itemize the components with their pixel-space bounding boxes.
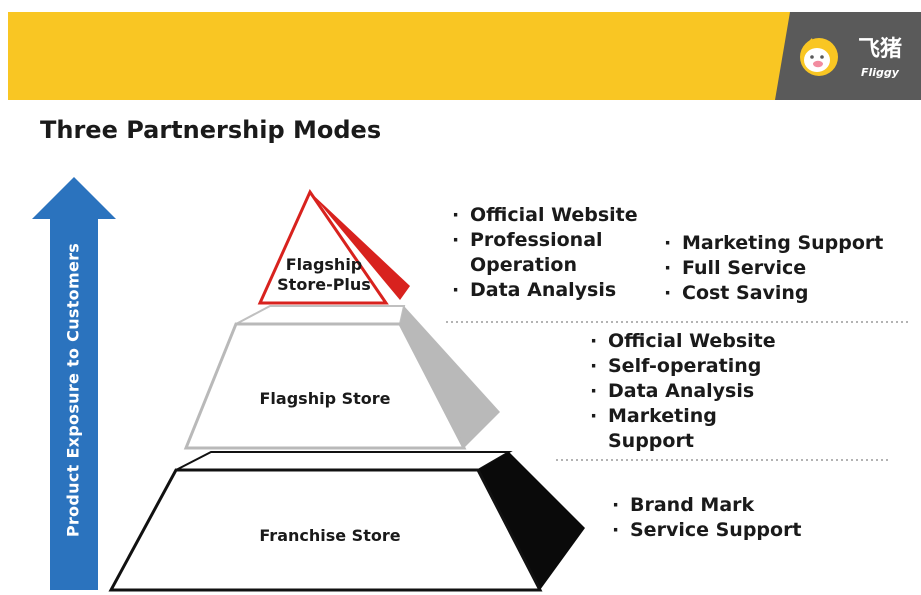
flagship-plus-label-line2: Store-Plus <box>277 275 371 294</box>
header-yellow-bar <box>8 12 921 100</box>
franchise-store-features: Brand Mark Service Support <box>608 493 802 543</box>
axis-label: Product Exposure to Customers <box>63 242 83 538</box>
logo-chinese-text: 飞猪 <box>858 36 902 62</box>
flagship-store-label: Flagship Store <box>259 389 391 408</box>
franchise-tier-side <box>478 452 585 590</box>
flagship-plus-label-line1: Flagship <box>285 255 363 274</box>
list-item: Support <box>608 430 694 452</box>
exposure-arrow <box>32 177 116 590</box>
flagship-store-features: Official Website Self-operating Data Ana… <box>586 329 776 454</box>
list-item: Marketing Support <box>660 231 883 256</box>
list-item: Official Website <box>586 329 776 354</box>
page-title: Three Partnership Modes <box>40 116 382 144</box>
list-item: Operation <box>470 254 578 276</box>
list-item: Marketing <box>586 404 776 429</box>
flagship-plus-features-right: Marketing Support Full Service Cost Savi… <box>660 231 883 306</box>
flagship-tier-top-face <box>235 305 406 325</box>
list-item: Full Service <box>660 256 883 281</box>
flagship-tier-front <box>183 322 467 450</box>
list-item: Official Website <box>448 203 638 228</box>
list-item: Professional <box>448 228 638 253</box>
header-band: 飞猪 Fliggy <box>8 12 921 100</box>
flagship-plus-tier-side <box>310 192 410 300</box>
list-item: Data Analysis <box>586 379 776 404</box>
franchise-tier-top-face <box>175 451 513 471</box>
list-item: Brand Mark <box>608 493 802 518</box>
logo-english-text: Fliggy <box>861 66 900 79</box>
list-item: Data Analysis <box>448 278 638 303</box>
pig-face-icon <box>800 38 838 76</box>
list-item: Service Support <box>608 518 802 543</box>
flagship-plus-features-left: Official Website Professional Operation … <box>448 203 638 303</box>
flagship-plus-label: Flagship Store-Plus <box>262 255 386 295</box>
franchise-tier-front <box>108 468 543 592</box>
header-logo-panel <box>775 12 921 100</box>
flagship-tier-side <box>400 306 500 448</box>
list-item: Self-operating <box>586 354 776 379</box>
flagship-plus-tier-front <box>257 188 389 305</box>
list-item: Cost Saving <box>660 281 883 306</box>
franchise-store-label: Franchise Store <box>259 526 401 545</box>
